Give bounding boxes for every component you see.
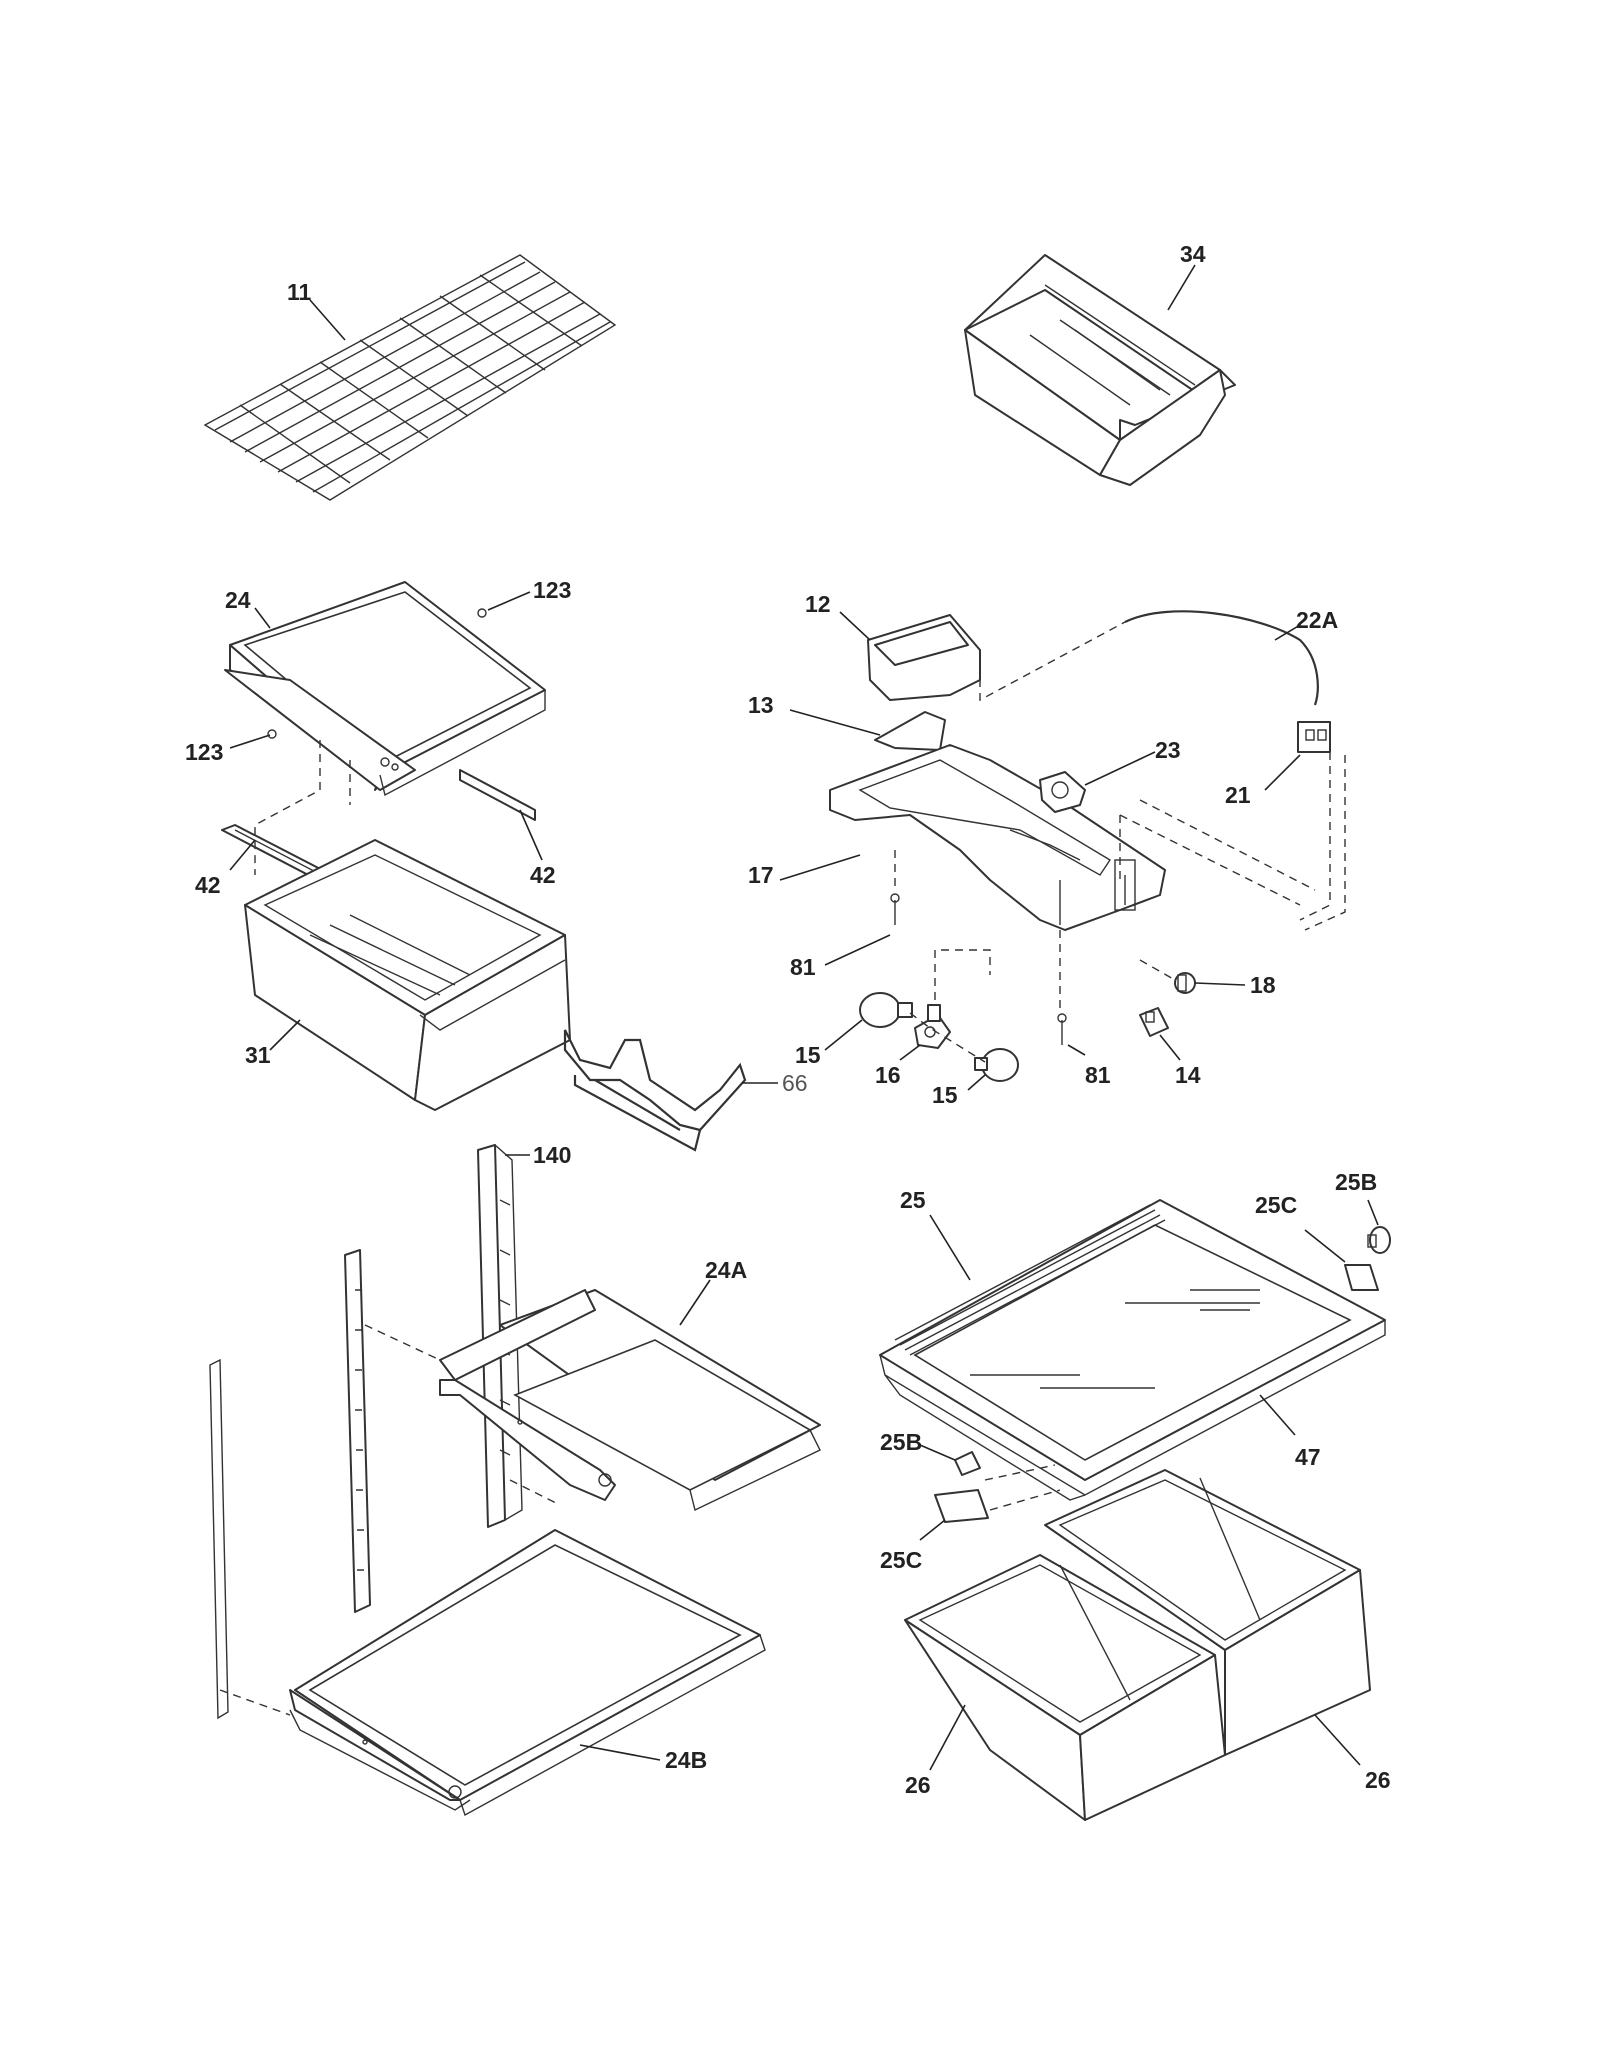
callout-25B-left: 25B (880, 1429, 922, 1455)
callout-18: 18 (1250, 972, 1276, 998)
callout-25B-right: 25B (1335, 1169, 1377, 1195)
callout-22A: 22A (1296, 607, 1338, 633)
wire-rack-66 (563, 1029, 747, 1152)
callout-81-right: 81 (1085, 1062, 1111, 1088)
wire-shelf-11 (203, 254, 617, 501)
side-rail-far-left (209, 1358, 229, 1720)
callout-42-left: 42 (195, 872, 221, 898)
light-housing-17 (829, 744, 1166, 931)
callout-31: 31 (245, 1042, 271, 1068)
bracket-25C-right (1344, 1264, 1379, 1291)
callout-14: 14 (1175, 1062, 1201, 1088)
crisper-drawer-26-left (904, 1554, 1226, 1821)
callout-13: 13 (748, 692, 774, 718)
clip-25B-left (954, 1451, 981, 1476)
glass-shelf-24B (289, 1529, 766, 1817)
callout-16: 16 (875, 1062, 901, 1088)
callout-11: 11 (287, 279, 312, 305)
rail-42-right (459, 769, 536, 821)
crisper-drawer-26-right (1044, 1469, 1371, 1756)
socket-16 (914, 1004, 951, 1049)
clip-25B-right (1367, 1226, 1391, 1254)
callout-34: 34 (1180, 241, 1206, 267)
crisper-cover-25 (879, 1199, 1386, 1501)
callout-66: 66 (782, 1070, 808, 1096)
connector-21 (1297, 721, 1331, 753)
switch-14 (1139, 1007, 1169, 1037)
harness-22A (1124, 610, 1319, 706)
callout-140: 140 (533, 1142, 571, 1168)
callout-123-top: 123 (533, 577, 571, 603)
glass-shelf-24 (224, 581, 546, 797)
callout-23: 23 (1155, 737, 1181, 763)
glass-shelf-24A (439, 1289, 821, 1512)
dispenser-cover-12 (867, 614, 981, 701)
bulb-15-right (974, 1048, 1019, 1082)
callout-25: 25 (900, 1187, 926, 1213)
bulb-15-left (859, 992, 913, 1028)
knob-18 (1174, 972, 1196, 994)
screw-81-right (1057, 1013, 1067, 1045)
callout-24: 24 (225, 587, 251, 613)
screw-81-left (890, 893, 900, 925)
control-23 (1039, 771, 1086, 813)
callout-21: 21 (1225, 782, 1251, 808)
callout-15-left: 15 (795, 1042, 821, 1068)
callout-15-right: 15 (932, 1082, 958, 1108)
side-rail-left (344, 1249, 371, 1613)
callout-26-left: 26 (905, 1772, 931, 1798)
callout-81-left: 81 (790, 954, 816, 980)
callout-42-right: 42 (530, 862, 556, 888)
callout-26-right: 26 (1365, 1767, 1391, 1793)
drawer-31 (244, 839, 571, 1111)
callout-17: 17 (748, 862, 774, 888)
callout-25C-right: 25C (1255, 1192, 1297, 1218)
callout-12: 12 (805, 591, 831, 617)
callout-25C-left: 25C (880, 1547, 922, 1573)
callout-123-left: 123 (185, 739, 223, 765)
callout-24B: 24B (665, 1747, 707, 1773)
deflector-13 (874, 711, 946, 751)
callout-24A: 24A (705, 1257, 747, 1283)
bin-34 (964, 254, 1236, 486)
callout-47: 47 (1295, 1444, 1321, 1470)
bracket-25C-left (934, 1489, 989, 1523)
